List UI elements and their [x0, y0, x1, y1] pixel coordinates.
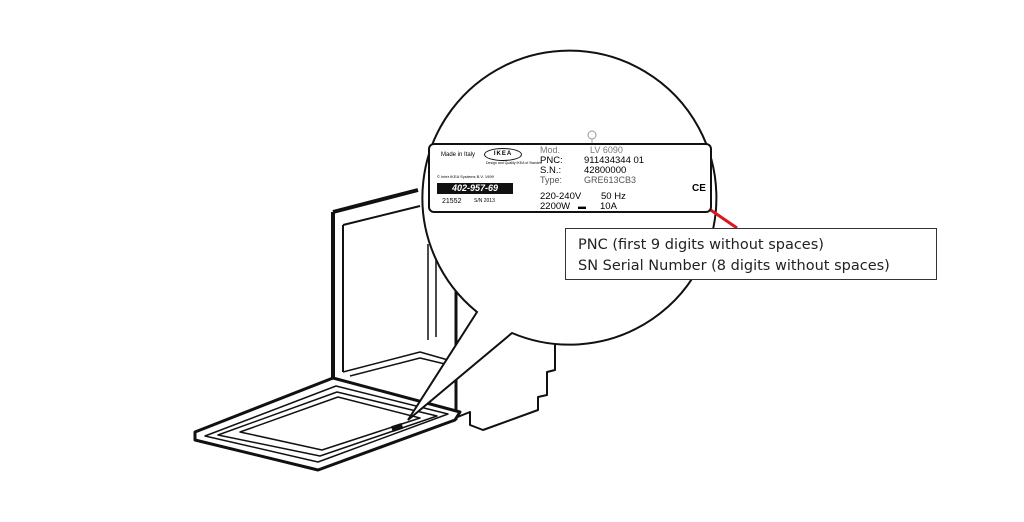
cable-icon: ▬ [578, 202, 586, 211]
voltage-value: 220-240V [540, 191, 582, 202]
model-label: Mod. [540, 145, 561, 155]
rating-plate [428, 143, 712, 213]
ikea-logo: IKEA [484, 148, 522, 161]
ce-mark-icon: CE [692, 183, 706, 194]
current-value: 10A [600, 201, 617, 212]
sn-value: 42800000 [584, 165, 627, 176]
brand-subtitle: Design and Quality IKEA of Sweden [486, 161, 542, 165]
made-in-label: Made in Italy [441, 152, 476, 158]
callout-sn-text: SN Serial Number (8 digits without space… [578, 258, 890, 274]
power-value: 2200W [540, 201, 571, 212]
supplier-code-2: S/N 2013 [474, 198, 495, 204]
frequency-value: 50 Hz [601, 191, 626, 202]
model-value: LV 6090 [590, 145, 623, 155]
type-label: Type: [540, 175, 563, 185]
callout-box: PNC (first 9 digits without spaces) SN S… [565, 228, 937, 280]
copyright-text: © Inter IKEA Systems B.V. 1999 [437, 174, 494, 179]
article-number: 402-957-69 [437, 183, 513, 194]
pnc-value: 911434344 01 [584, 155, 645, 166]
pnc-label: PNC: [540, 155, 563, 166]
type-value: GRE613CB3 [584, 175, 637, 185]
supplier-code: 21552 [442, 198, 462, 205]
sn-label: S.N.: [540, 165, 562, 176]
callout-pnc-text: PNC (first 9 digits without spaces) [578, 237, 824, 253]
